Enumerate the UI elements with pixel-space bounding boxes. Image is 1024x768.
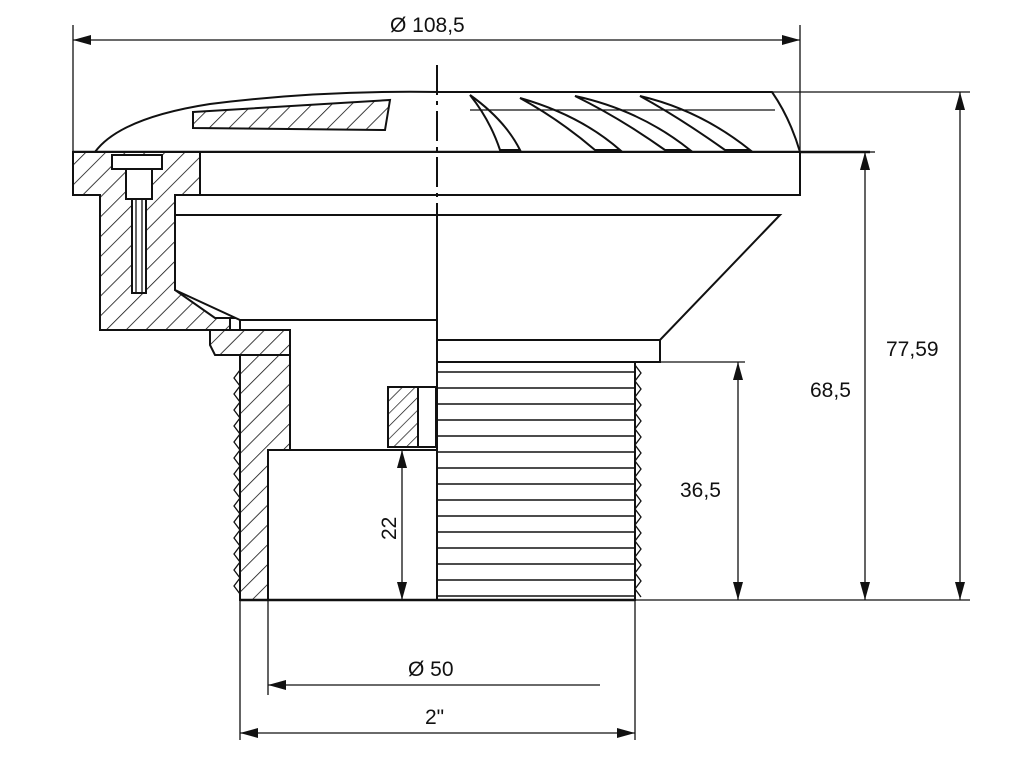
dim-total-height: 77,59 bbox=[886, 338, 939, 361]
dim-inner-depth: 22 bbox=[378, 517, 401, 540]
dim-thread-size: 2" bbox=[425, 706, 444, 729]
dimension-lines bbox=[72, 25, 970, 740]
dim-inner-diameter: Ø 50 bbox=[408, 658, 454, 681]
dim-thread-height: 36,5 bbox=[680, 479, 721, 502]
dim-outer-diameter: Ø 108,5 bbox=[390, 14, 465, 37]
thread-lines bbox=[437, 371, 635, 597]
part-section bbox=[72, 65, 870, 602]
dim-body-height: 68,5 bbox=[810, 379, 851, 402]
